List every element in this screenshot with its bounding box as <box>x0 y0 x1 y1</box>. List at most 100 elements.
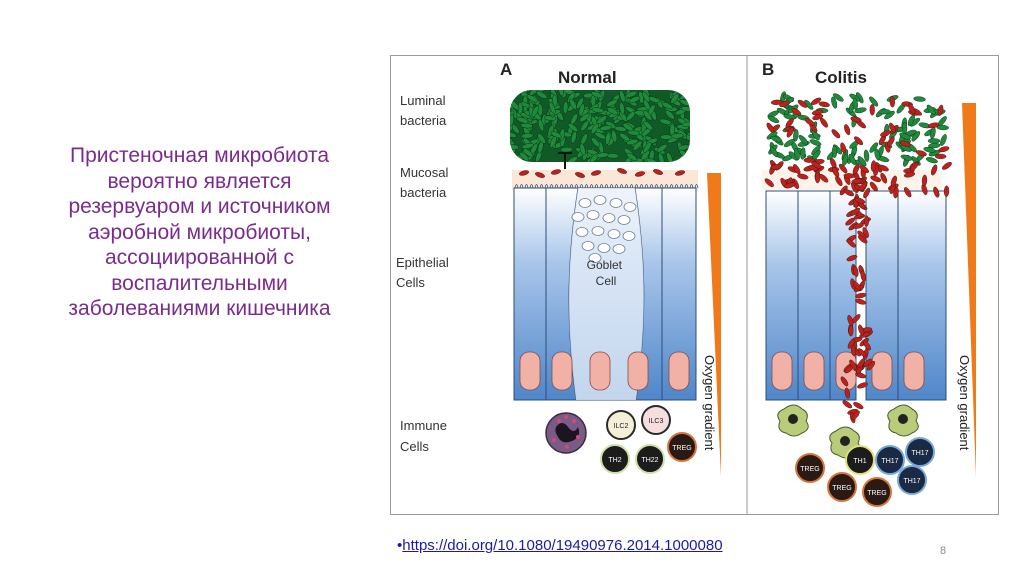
mucin-granule <box>588 253 602 263</box>
green-bacterium <box>562 101 569 114</box>
red-bacterium <box>869 104 875 116</box>
red-bacterium <box>909 161 919 172</box>
green-bacterium <box>611 130 618 143</box>
red-bacterium <box>791 107 802 116</box>
green-bacterium <box>874 148 881 161</box>
immune-cells-normal: ILC2 ILC3 TH2 TH22 TREG <box>545 405 697 474</box>
red-bacterium <box>880 172 888 184</box>
red-bacterium <box>889 122 897 134</box>
red-bacterium <box>889 96 895 108</box>
red-bacterium <box>899 140 911 147</box>
red-bacterium <box>575 172 585 178</box>
red-bacterium <box>617 168 627 174</box>
red-bacterium <box>797 173 809 180</box>
red-bacterium <box>815 171 821 184</box>
cell-nucleus <box>771 351 793 391</box>
mucus-layer-normal <box>512 170 698 190</box>
svg-text:TH22: TH22 <box>641 457 658 464</box>
green-bacterium <box>580 120 590 132</box>
green-bacterium <box>926 104 936 115</box>
red-bacterium <box>852 281 862 291</box>
doi-link[interactable]: https://doi.org/10.1080/19490976.2014.10… <box>402 537 723 554</box>
panel-b-letter: B <box>762 60 774 79</box>
mucin-granule <box>623 202 637 212</box>
panel-b-title: Colitis <box>815 68 867 87</box>
green-bacterium <box>665 110 675 120</box>
epithelium-normal: Goblet Cell <box>513 184 699 401</box>
svg-text:TREG: TREG <box>800 466 819 473</box>
red-bacterium <box>818 101 830 108</box>
green-bacterium <box>596 115 608 124</box>
green-bacterium <box>852 97 858 111</box>
red-bacterium <box>869 181 878 192</box>
red-bacterium <box>847 338 856 349</box>
oxygen-gradient-label-normal: Oxygen gradient <box>702 355 717 451</box>
th17-cell: TH17 <box>905 437 935 467</box>
green-bacterium <box>516 116 529 124</box>
oxygen-gradient-colitis <box>962 103 976 477</box>
body-line: ассоциированной с <box>105 246 294 269</box>
red-bacterium <box>943 185 950 197</box>
green-bacterium <box>526 94 538 103</box>
svg-text:ILC3: ILC3 <box>649 418 664 425</box>
green-bacterium <box>794 148 800 161</box>
th1-cell: TH1 <box>845 445 875 475</box>
green-bacterium <box>798 134 809 145</box>
green-bacterium <box>599 125 612 131</box>
green-bacterium <box>831 96 838 109</box>
svg-text:TREG: TREG <box>672 445 691 452</box>
green-bacterium <box>656 143 668 153</box>
immune-label: Immune Cells <box>400 418 451 454</box>
red-bacterium <box>934 153 947 160</box>
red-bacterium <box>857 382 868 389</box>
mucin-granule <box>612 244 626 254</box>
green-bacterium <box>591 91 603 99</box>
red-bacterium <box>904 187 912 198</box>
green-bacterium <box>670 93 680 104</box>
green-bacterium <box>537 133 546 144</box>
red-bacterium <box>851 410 860 420</box>
green-bacterium <box>552 94 558 107</box>
immune-cells-colitis: TREG TH1 TH17 TH17 TREG TREG <box>777 404 935 507</box>
red-bacterium <box>518 170 530 176</box>
svg-text:TREG: TREG <box>867 490 886 497</box>
green-bacterium <box>521 133 534 139</box>
green-bacterium <box>510 144 519 150</box>
th17-cell: TH17 <box>875 445 905 475</box>
mucin-granule <box>602 213 616 223</box>
red-bacterium <box>843 173 855 179</box>
green-bacterium <box>679 99 690 107</box>
green-bacterium <box>627 130 640 136</box>
green-bacterium <box>521 143 534 150</box>
green-bacterium <box>770 135 783 143</box>
mucosal-label: Mucosal bacteria <box>400 165 452 200</box>
green-bacterium <box>523 148 534 158</box>
ilc2-cell: ILC2 <box>606 410 636 440</box>
macrophage <box>887 404 919 437</box>
red-bacterium <box>933 186 940 198</box>
svg-text:TH1: TH1 <box>853 458 866 465</box>
green-bacterium <box>614 126 627 132</box>
red-bacterium <box>842 400 853 409</box>
green-bacterium <box>579 113 590 122</box>
green-bacterium <box>809 139 822 146</box>
doi-link-line: •https://doi.org/10.1080/19490976.2014.1… <box>397 537 723 554</box>
green-bacterium <box>625 91 638 98</box>
red-bacterium <box>850 207 861 216</box>
inhibition-symbol <box>558 152 572 169</box>
red-bacterium <box>770 164 782 170</box>
ilc3-cell: ILC3 <box>641 405 671 435</box>
body-line: вероятно является <box>107 169 292 193</box>
mucosal-bacteria-normal <box>518 168 686 178</box>
green-bacterium <box>591 137 601 148</box>
green-bacterium <box>767 115 780 124</box>
cell-nucleus <box>871 351 893 391</box>
red-bacterium <box>840 376 849 387</box>
red-bacterium <box>859 164 870 174</box>
neutrophil <box>545 412 587 454</box>
macrophage <box>777 404 809 437</box>
red-bacterium <box>855 292 867 299</box>
red-bacterium <box>846 238 856 248</box>
red-bacterium <box>931 164 938 176</box>
green-bacterium <box>793 129 799 142</box>
